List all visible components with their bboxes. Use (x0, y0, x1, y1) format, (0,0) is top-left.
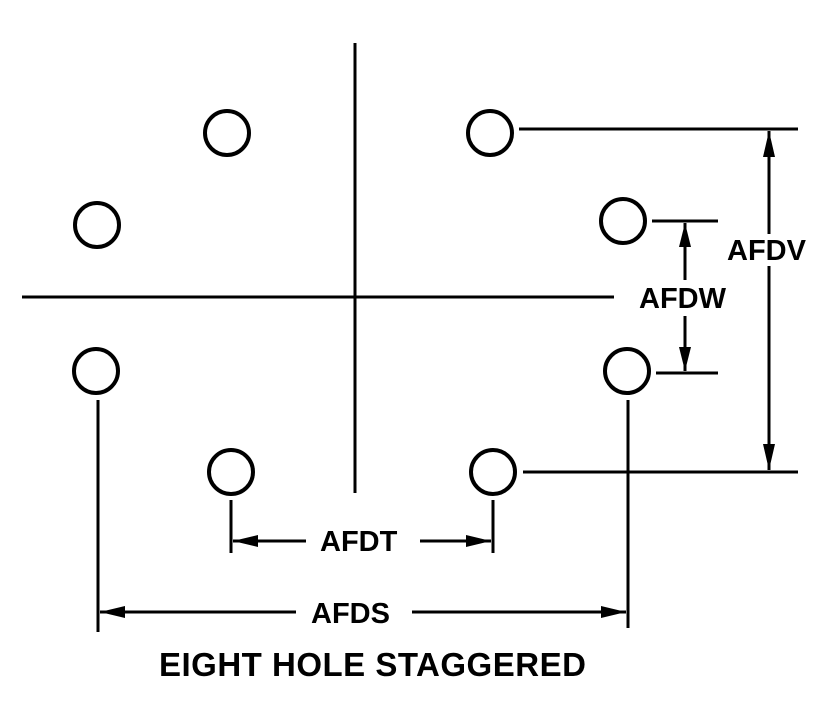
hole-bottom-left (207, 448, 255, 496)
afdv-arrow-down (763, 444, 775, 470)
hole-upper-right (599, 197, 647, 245)
drawing-title: EIGHT HOLE STAGGERED (159, 646, 586, 683)
hole-top-left (203, 109, 251, 157)
afdt-arrow-left (233, 535, 258, 547)
afds-arrow-right (601, 606, 626, 618)
afds-label: AFDS (311, 598, 390, 630)
afdv-arrow-up (763, 131, 775, 157)
afdw-label: AFDW (639, 283, 727, 315)
afdw-arrow-up (679, 223, 691, 247)
afds-dimension: AFDS (96, 400, 630, 632)
afdw-arrow-down (679, 347, 691, 371)
hole-lower-right (603, 347, 651, 395)
hole-upper-left (73, 201, 121, 249)
afdt-arrow-right (466, 535, 491, 547)
hole-top-right (466, 109, 514, 157)
hole-lower-left (72, 347, 120, 395)
afds-arrow-left (100, 606, 125, 618)
afdv-label: AFDV (727, 235, 807, 267)
hole-bottom-right (469, 448, 517, 496)
afdv-dimension: AFDV (519, 127, 807, 474)
afdw-dimension: AFDW (639, 219, 727, 375)
afdt-label: AFDT (320, 526, 398, 558)
afdt-dimension: AFDT (229, 500, 495, 558)
